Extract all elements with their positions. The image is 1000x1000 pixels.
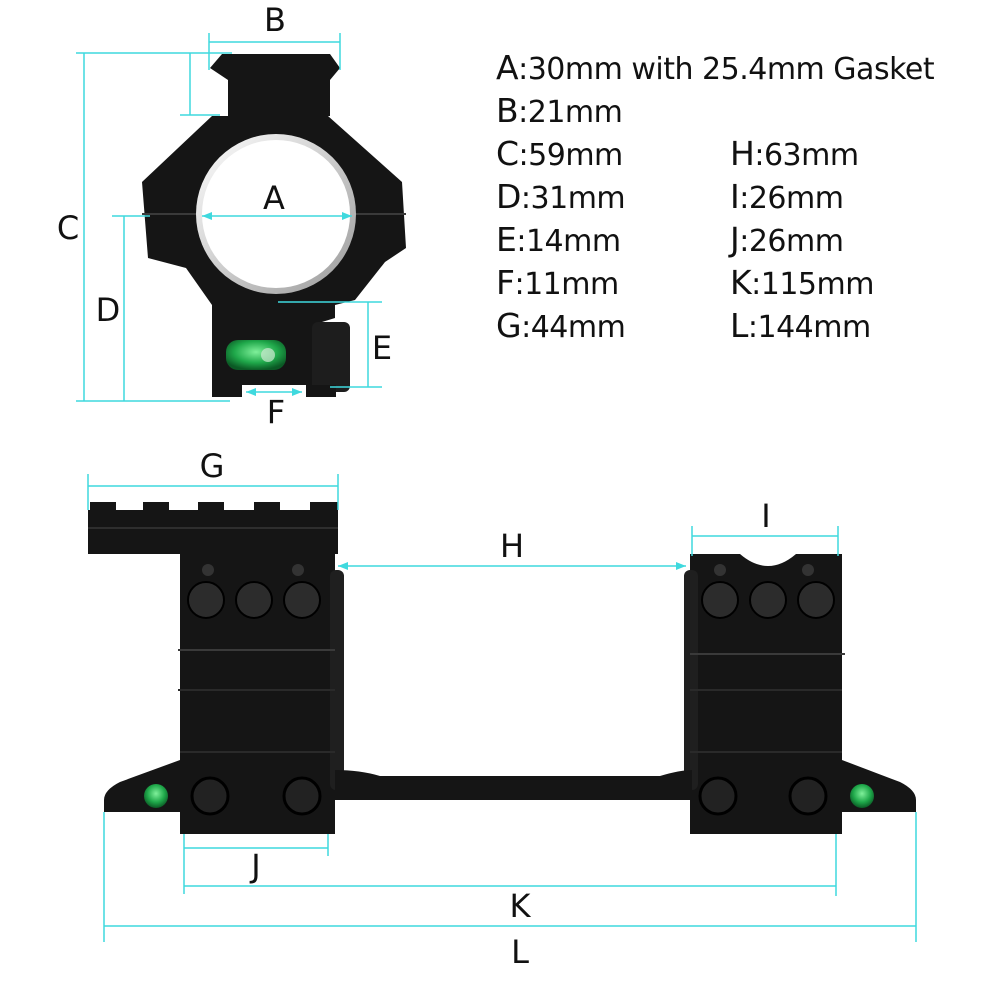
spec-key: E xyxy=(496,220,517,259)
spec-key: K xyxy=(730,263,752,302)
dim-label-l: L xyxy=(511,933,529,971)
spec-list: A:30mm with 25.4mm Gasket B:21mm C:59mm … xyxy=(496,46,935,347)
dim-label-g: G xyxy=(199,447,225,485)
dim-label-a: A xyxy=(263,179,285,217)
left-hex-bolts xyxy=(190,776,322,816)
spec-value: 21mm xyxy=(527,95,623,130)
spec-row-e-j: E:14mm J:26mm xyxy=(496,220,844,259)
bubble-level-left xyxy=(144,784,168,808)
dim-label-j: J xyxy=(251,847,261,885)
dim-label-e: E xyxy=(371,329,393,367)
spec-row-f-k: F:11mm K:115mm xyxy=(496,263,875,302)
clamp-knob xyxy=(312,322,350,392)
spec-value: 26mm xyxy=(748,224,844,259)
spec-key: J xyxy=(730,220,740,259)
dim-label-i: I xyxy=(761,497,771,535)
right-screw-holes xyxy=(701,581,835,619)
spec-row-a: A:30mm with 25.4mm Gasket xyxy=(496,48,935,87)
spec-key: H xyxy=(730,134,755,173)
spec-row-d-i: D:31mm I:26mm xyxy=(496,177,844,216)
dimension-arrowheads xyxy=(202,212,686,570)
bubble-level-front xyxy=(226,340,286,370)
spec-value: 59mm xyxy=(528,138,623,173)
front-view-ring-mount xyxy=(142,54,406,397)
spec-value: 115mm xyxy=(760,267,875,302)
dimension-lines xyxy=(76,33,917,942)
dim-label-d: D xyxy=(95,291,121,329)
spec-row-g-l: G:44mm L:144mm xyxy=(496,306,872,345)
cantilever-bar xyxy=(335,770,692,800)
right-wing xyxy=(842,760,916,812)
spec-value: 14mm xyxy=(525,224,621,259)
spec-value: 30mm with 25.4mm Gasket xyxy=(527,52,935,87)
dim-label-k: K xyxy=(509,887,531,925)
front-rail-top xyxy=(210,54,340,116)
spec-row-c-h: C:59mm H:63mm xyxy=(496,134,859,173)
spec-key: I xyxy=(730,177,740,216)
spec-value: 144mm xyxy=(757,310,872,345)
left-screw-holes xyxy=(187,581,321,619)
side-view-cantilever-mount xyxy=(88,502,916,834)
spec-key: B xyxy=(496,91,519,130)
spec-value: 63mm xyxy=(763,138,859,173)
spec-row-b: B:21mm xyxy=(496,91,623,130)
dim-label-b: B xyxy=(264,1,286,39)
right-hex-bolts xyxy=(698,776,828,816)
spec-value: 44mm xyxy=(530,310,626,345)
picatinny-rail xyxy=(88,510,338,554)
dim-label-c: C xyxy=(56,209,80,247)
dim-label-f: F xyxy=(266,393,286,431)
spec-value: 11mm xyxy=(524,267,619,302)
spec-key: A xyxy=(496,48,519,87)
bubble-level-right xyxy=(850,784,874,808)
spec-key: D xyxy=(496,177,521,216)
spec-key: C xyxy=(496,134,519,173)
spec-value: 31mm xyxy=(530,181,626,216)
spec-key: F xyxy=(496,263,515,302)
spec-key: G xyxy=(496,306,522,345)
dim-label-h: H xyxy=(499,527,525,565)
spec-key: L xyxy=(730,306,748,345)
spec-value: 26mm xyxy=(748,181,844,216)
left-wing xyxy=(104,760,180,812)
